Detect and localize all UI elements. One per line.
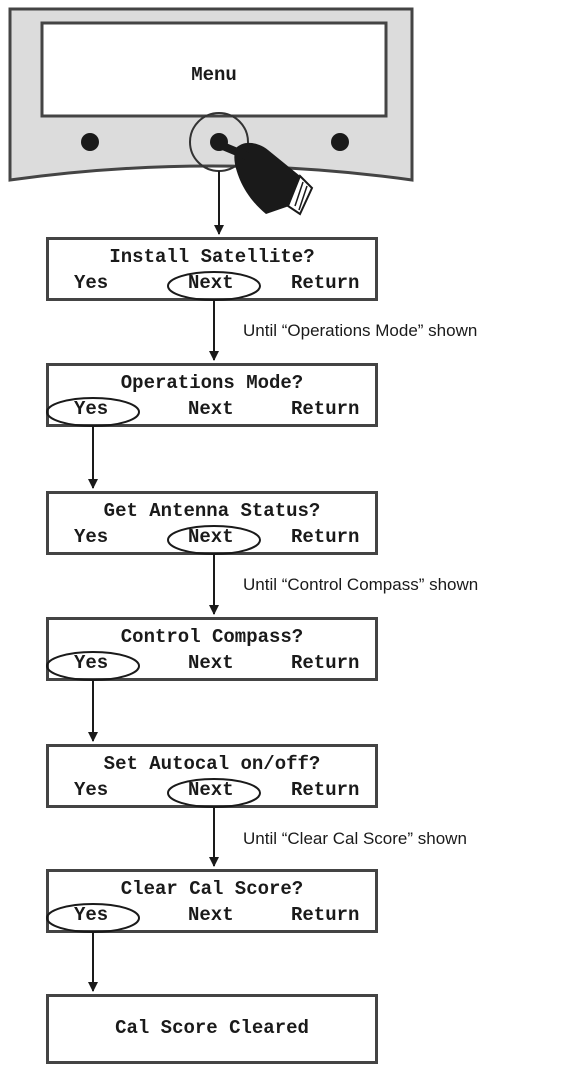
option-return[interactable]: Return	[291, 398, 360, 420]
screen-title: Cal Score Cleared	[115, 1017, 309, 1039]
selection-oval	[167, 778, 261, 808]
option-next[interactable]: Next	[188, 526, 234, 548]
option-yes[interactable]: Yes	[74, 526, 109, 548]
option-return[interactable]: Return	[291, 904, 360, 926]
left-button[interactable]	[81, 133, 99, 151]
selection-oval	[167, 525, 261, 555]
option-yes[interactable]: Yes	[74, 398, 109, 420]
selection-oval	[46, 903, 140, 933]
screen-title: Get Antenna Status?	[103, 500, 321, 522]
device-display-text: Menu	[191, 64, 237, 86]
option-next[interactable]: Next	[188, 398, 234, 420]
screen-title: Set Autocal on/off?	[103, 753, 321, 775]
option-return[interactable]: Return	[291, 652, 360, 674]
note-operations-mode: Until “Operations Mode” shown	[243, 321, 478, 340]
option-yes[interactable]: Yes	[74, 779, 109, 801]
center-button[interactable]	[210, 133, 228, 151]
selection-oval	[167, 271, 261, 301]
screen-title: Control Compass?	[120, 626, 304, 648]
screen-clear-cal-score: Clear Cal Score? Yes Next Return	[46, 869, 378, 933]
option-yes[interactable]: Yes	[74, 652, 109, 674]
screen-cal-score-cleared: Cal Score Cleared	[46, 994, 378, 1064]
screen-get-antenna-status: Get Antenna Status? Yes Next Return	[46, 491, 378, 555]
right-button[interactable]	[331, 133, 349, 151]
option-next[interactable]: Next	[188, 904, 234, 926]
selection-oval	[46, 651, 140, 681]
screen-title: Install Satellite?	[109, 246, 315, 268]
selection-oval	[46, 397, 140, 427]
option-next[interactable]: Next	[188, 652, 234, 674]
option-return[interactable]: Return	[291, 526, 360, 548]
device-display	[40, 21, 388, 118]
option-next[interactable]: Next	[188, 272, 234, 294]
option-yes[interactable]: Yes	[74, 272, 109, 294]
screen-install-satellite: Install Satellite? Yes Next Return	[46, 237, 378, 301]
option-return[interactable]: Return	[291, 779, 360, 801]
screen-operations-mode: Operations Mode? Yes Next Return	[46, 363, 378, 427]
option-next[interactable]: Next	[188, 779, 234, 801]
screen-title: Operations Mode?	[120, 372, 304, 394]
option-return[interactable]: Return	[291, 272, 360, 294]
note-clear-cal-score: Until “Clear Cal Score” shown	[243, 829, 467, 848]
note-control-compass: Until “Control Compass” shown	[243, 575, 479, 594]
screen-control-compass: Control Compass? Yes Next Return	[46, 617, 378, 681]
option-yes[interactable]: Yes	[74, 904, 109, 926]
screen-title: Clear Cal Score?	[120, 878, 304, 900]
